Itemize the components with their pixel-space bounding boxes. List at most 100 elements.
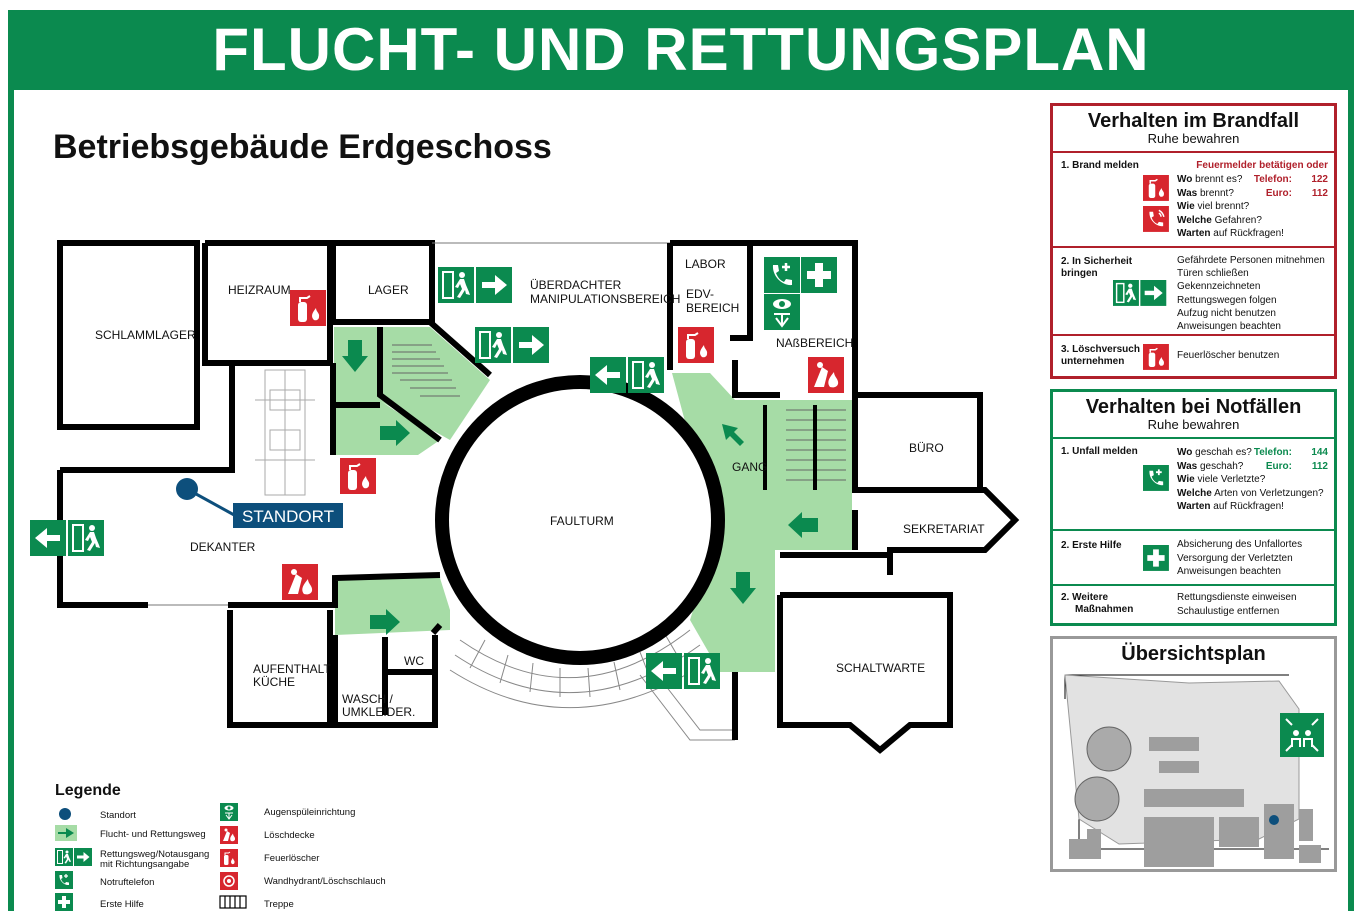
uebersicht-panel: Übersichtsplan xyxy=(1050,636,1337,872)
fire-blanket-icon xyxy=(220,826,238,844)
legend-notruftelefon: Notruftelefon xyxy=(100,877,155,888)
emergency-phone-icon xyxy=(1143,465,1169,491)
room-schlammlager: SCHLAMMLAGER xyxy=(95,328,196,342)
exit-sign-manipulation xyxy=(438,267,512,303)
fire-extinguisher-icon xyxy=(1143,175,1169,202)
room-wasch-line1: WASCH / xyxy=(342,692,394,706)
room-manipulation-line1: ÜBERDACHTER xyxy=(530,278,622,292)
route-arrows xyxy=(342,340,818,635)
notfall-title: Verhalten bei Notfällen xyxy=(1085,396,1302,418)
legend-notausgang-line2: mit Richtungsangabe xyxy=(100,859,190,870)
hydrant-icon xyxy=(220,872,238,890)
uebersicht-title: Übersichtsplan xyxy=(1121,643,1266,665)
legend-feuerloescher: Feuerlöscher xyxy=(264,853,320,864)
legend-symbols xyxy=(54,803,247,911)
route-arrow-down xyxy=(730,572,756,604)
green-frame xyxy=(8,10,1354,911)
room-sekretariat: SEKRETARIAT xyxy=(903,522,985,536)
legend-erste-hilfe: Erste Hilfe xyxy=(100,899,144,910)
brandfall-title: Verhalten im Brandfall xyxy=(1087,110,1300,132)
first-aid-icon xyxy=(55,893,73,911)
fire-extinguisher-icon xyxy=(219,848,239,868)
route-arrow-right xyxy=(370,609,400,635)
room-aufenthalt-line1: AUFENTHALT xyxy=(253,662,331,676)
emergency-phone-icon xyxy=(762,255,802,295)
notfall-step3-list: Rettungsdienste einweisen Schaulustige e… xyxy=(1177,592,1297,617)
legend-fluchtweg: Flucht- und Rettungsweg xyxy=(100,829,206,840)
emergency-phone-icon xyxy=(1143,205,1169,233)
room-dekanter: DEKANTER xyxy=(190,540,256,554)
brandfall-euro-value: 112 xyxy=(1311,188,1328,199)
first-aid-icon xyxy=(1143,545,1169,571)
room-heizraum: HEIZRAUM xyxy=(228,283,291,297)
notfall-step-2: 2. Erste Hilfe Absicherung des Unfallort… xyxy=(1053,529,1334,586)
legend-treppe: Treppe xyxy=(264,899,294,910)
fire-extinguisher-icon xyxy=(339,457,377,495)
room-lager: LAGER xyxy=(368,283,409,297)
exit-sign-faulturm xyxy=(646,653,720,689)
route-arrow-icon xyxy=(55,825,77,841)
standort-marker: STANDORT xyxy=(176,478,343,528)
notfall-euro-value: 112 xyxy=(1311,461,1328,472)
stair-icon xyxy=(392,344,846,490)
machine-drawing xyxy=(255,369,315,496)
fire-extinguisher-icon xyxy=(289,289,327,327)
faulturm-tower xyxy=(435,375,725,665)
eye-wash-icon xyxy=(763,293,801,331)
notfall-subtitle: Ruhe bewahren xyxy=(1147,417,1240,432)
standort-dot-icon xyxy=(59,808,71,820)
room-wc: WC xyxy=(404,654,424,668)
exit-sign-dekanter xyxy=(30,520,104,556)
fire-extinguisher-icon xyxy=(677,326,715,364)
notfall-panel: Verhalten bei Notfällen Ruhe bewahren 1.… xyxy=(1050,389,1337,626)
room-manipulation-line2: MANIPULATIONSBEREICH xyxy=(530,292,680,306)
room-schaltwarte: SCHALTWARTE xyxy=(836,661,925,675)
route-arrow-left xyxy=(788,512,818,538)
brandfall-subtitle: Ruhe bewahren xyxy=(1147,131,1240,146)
exit-arrow-sign xyxy=(55,848,92,866)
brandfall-panel: Verhalten im Brandfall Ruhe bewahren 1. … xyxy=(1050,103,1337,379)
notfall-euro-label: Euro: xyxy=(1265,461,1292,472)
site-overview-map xyxy=(1064,674,1329,867)
notfall-step2-heading: 2. Erste Hilfe xyxy=(1061,540,1122,551)
brandfall-euro-label: Euro: xyxy=(1265,188,1292,199)
room-buero: BÜRO xyxy=(909,441,944,455)
room-aufenthalt-line2: KÜCHE xyxy=(253,675,295,689)
legend-standort: Standort xyxy=(100,810,136,821)
brandfall-exit-sign xyxy=(1113,280,1167,306)
fire-extinguisher-icon xyxy=(1143,344,1169,370)
brandfall-tel-value: 122 xyxy=(1311,174,1328,185)
notfall-step2-list: Absicherung des Unfallortes Versorgung d… xyxy=(1177,539,1303,577)
walls xyxy=(57,240,1020,754)
room-gang: GANG xyxy=(732,460,767,474)
legend-title: Legende xyxy=(55,782,121,799)
brandfall-step1-top: Feuermelder betätigen oder xyxy=(1196,160,1328,171)
assembly-point-icon xyxy=(1280,713,1324,757)
route-arrow-right xyxy=(380,420,410,446)
fire-blanket-icon xyxy=(808,357,844,393)
standort-dot-icon xyxy=(1269,815,1279,825)
stair-icon xyxy=(219,895,247,909)
exit-sign-stair xyxy=(475,327,549,363)
floor-plan: SCHLAMMLAGER HEIZRAUM LAGER ÜBERDACHTER … xyxy=(30,240,1020,754)
room-labels: SCHLAMMLAGER HEIZRAUM LAGER ÜBERDACHTER … xyxy=(95,257,985,719)
legend-loeschdecke: Löschdecke xyxy=(264,830,315,841)
brandfall-step1-questions: Wo brennt es? Was brennt? Wie viel brenn… xyxy=(1177,174,1284,239)
room-labor: LABOR xyxy=(685,257,726,271)
page-subtitle: Betriebsgebäude Erdgeschoss xyxy=(53,128,552,166)
brandfall-step1-icons xyxy=(1143,175,1169,233)
room-edv-line2: BEREICH xyxy=(686,301,739,315)
notfall-tel-label: Telefon: xyxy=(1253,447,1292,458)
notfall-step-1: 1. Unfall melden Wo geschah es? Was gesc… xyxy=(1053,437,1334,531)
notfall-tel-value: 144 xyxy=(1311,447,1328,458)
route-arrow-upleft xyxy=(722,424,744,446)
brandfall-step2-list: Gefährdete Personen mitnehmen Türen schl… xyxy=(1177,255,1325,333)
legend-wandhydrant: Wandhydrant/Löschschlauch xyxy=(264,876,386,887)
legend-augenspuele: Augenspüleinrichtung xyxy=(264,807,356,818)
